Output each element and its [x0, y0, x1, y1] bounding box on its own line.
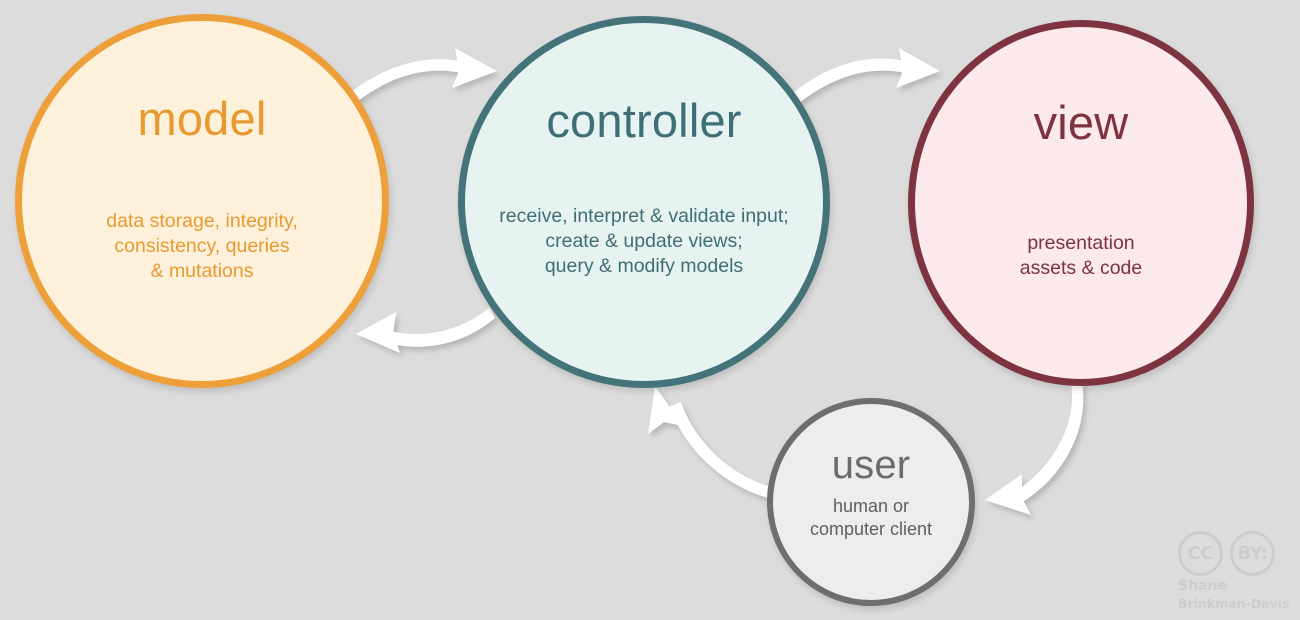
node-controller-desc-line: receive, interpret & validate input;: [499, 205, 789, 227]
node-user-desc-line: computer client: [809, 519, 933, 540]
node-controller-title: controller: [546, 94, 742, 147]
node-view-desc-line: presentation: [1027, 232, 1135, 254]
node-model-title: model: [137, 92, 267, 145]
arrow-view-to-user: [985, 382, 1084, 515]
arrow-controller-to-model: [356, 308, 495, 353]
creative-commons-icon: CC: [1178, 531, 1223, 576]
node-model[interactable]: model data storage, integrity, consisten…: [15, 14, 389, 388]
cc-by-icon: BY:: [1230, 531, 1275, 576]
arrow-model-to-controller: [348, 48, 497, 104]
arrow-controller-to-view: [793, 48, 940, 103]
node-view-title: view: [1033, 96, 1129, 149]
node-user[interactable]: user human or computer client: [767, 398, 975, 606]
creative-commons-attribution: CC BY: Shane Brinkman-Davis: [1178, 531, 1290, 610]
node-controller[interactable]: controller receive, interpret & validate…: [458, 16, 830, 388]
attribution-author-line1: Shane: [1178, 578, 1227, 594]
node-view-description: presentation assets & code: [1020, 231, 1142, 281]
node-model-desc-line: data storage, integrity,: [106, 210, 298, 232]
node-model-desc-line: consistency, queries: [114, 234, 290, 257]
cc-license-marks: CC BY:: [1178, 531, 1290, 576]
node-model-desc-line: & mutations: [150, 259, 254, 282]
node-controller-desc-line: create & update views;: [545, 229, 743, 252]
node-controller-description: receive, interpret & validate input; cre…: [499, 204, 788, 279]
node-user-description: human or computer client: [810, 495, 932, 541]
node-user-title: user: [831, 443, 911, 487]
node-view-desc-line: assets & code: [1019, 256, 1143, 279]
node-controller-desc-line: query & modify models: [544, 254, 744, 277]
node-user-desc-line: human or: [832, 496, 910, 516]
attribution-author-line2: Brinkman-Davis: [1178, 596, 1290, 612]
node-model-description: data storage, integrity, consistency, qu…: [106, 209, 298, 284]
arrow-user-to-controller: [648, 386, 775, 499]
node-view[interactable]: view presentation assets & code: [908, 20, 1254, 386]
